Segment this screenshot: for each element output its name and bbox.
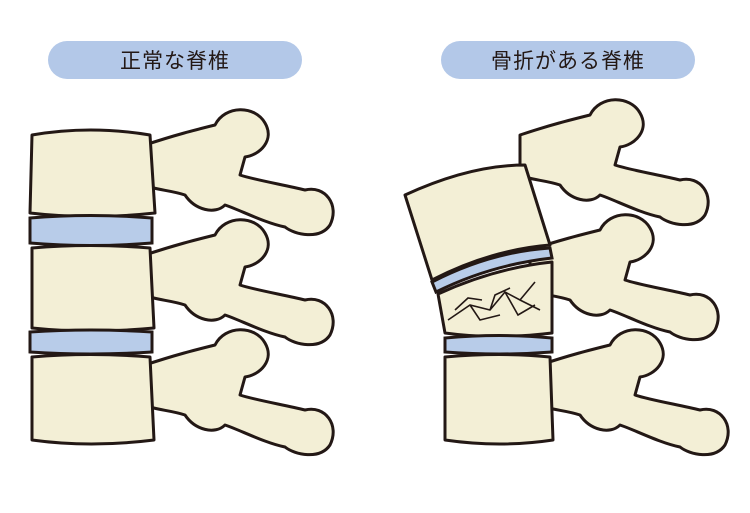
disc-compressed bbox=[430, 246, 554, 295]
vertebral-body-2 bbox=[30, 244, 156, 333]
vertebral-body-3 bbox=[443, 353, 555, 446]
vertebra-process-1 bbox=[143, 108, 335, 237]
fractured-spine-label: 骨折がある脊椎 bbox=[441, 41, 695, 79]
normal-spine bbox=[28, 108, 335, 457]
normal-spine-label: 正常な脊椎 bbox=[48, 41, 302, 79]
vertebra-process-1 bbox=[518, 98, 710, 227]
disc-2 bbox=[28, 328, 154, 356]
vertebra-process-3 bbox=[143, 328, 335, 457]
vertebra-process-2 bbox=[528, 213, 720, 342]
vertebral-body-1 bbox=[28, 128, 157, 218]
vertebra-process-3 bbox=[538, 328, 730, 457]
vertebra-process-2 bbox=[143, 218, 335, 347]
fractured-spine bbox=[403, 98, 730, 457]
tilted-vertebral-body bbox=[403, 163, 552, 282]
vertebral-body-3 bbox=[30, 353, 156, 446]
disc-2 bbox=[443, 334, 554, 356]
fracture-cracks bbox=[447, 281, 541, 321]
disc-1 bbox=[28, 214, 154, 247]
